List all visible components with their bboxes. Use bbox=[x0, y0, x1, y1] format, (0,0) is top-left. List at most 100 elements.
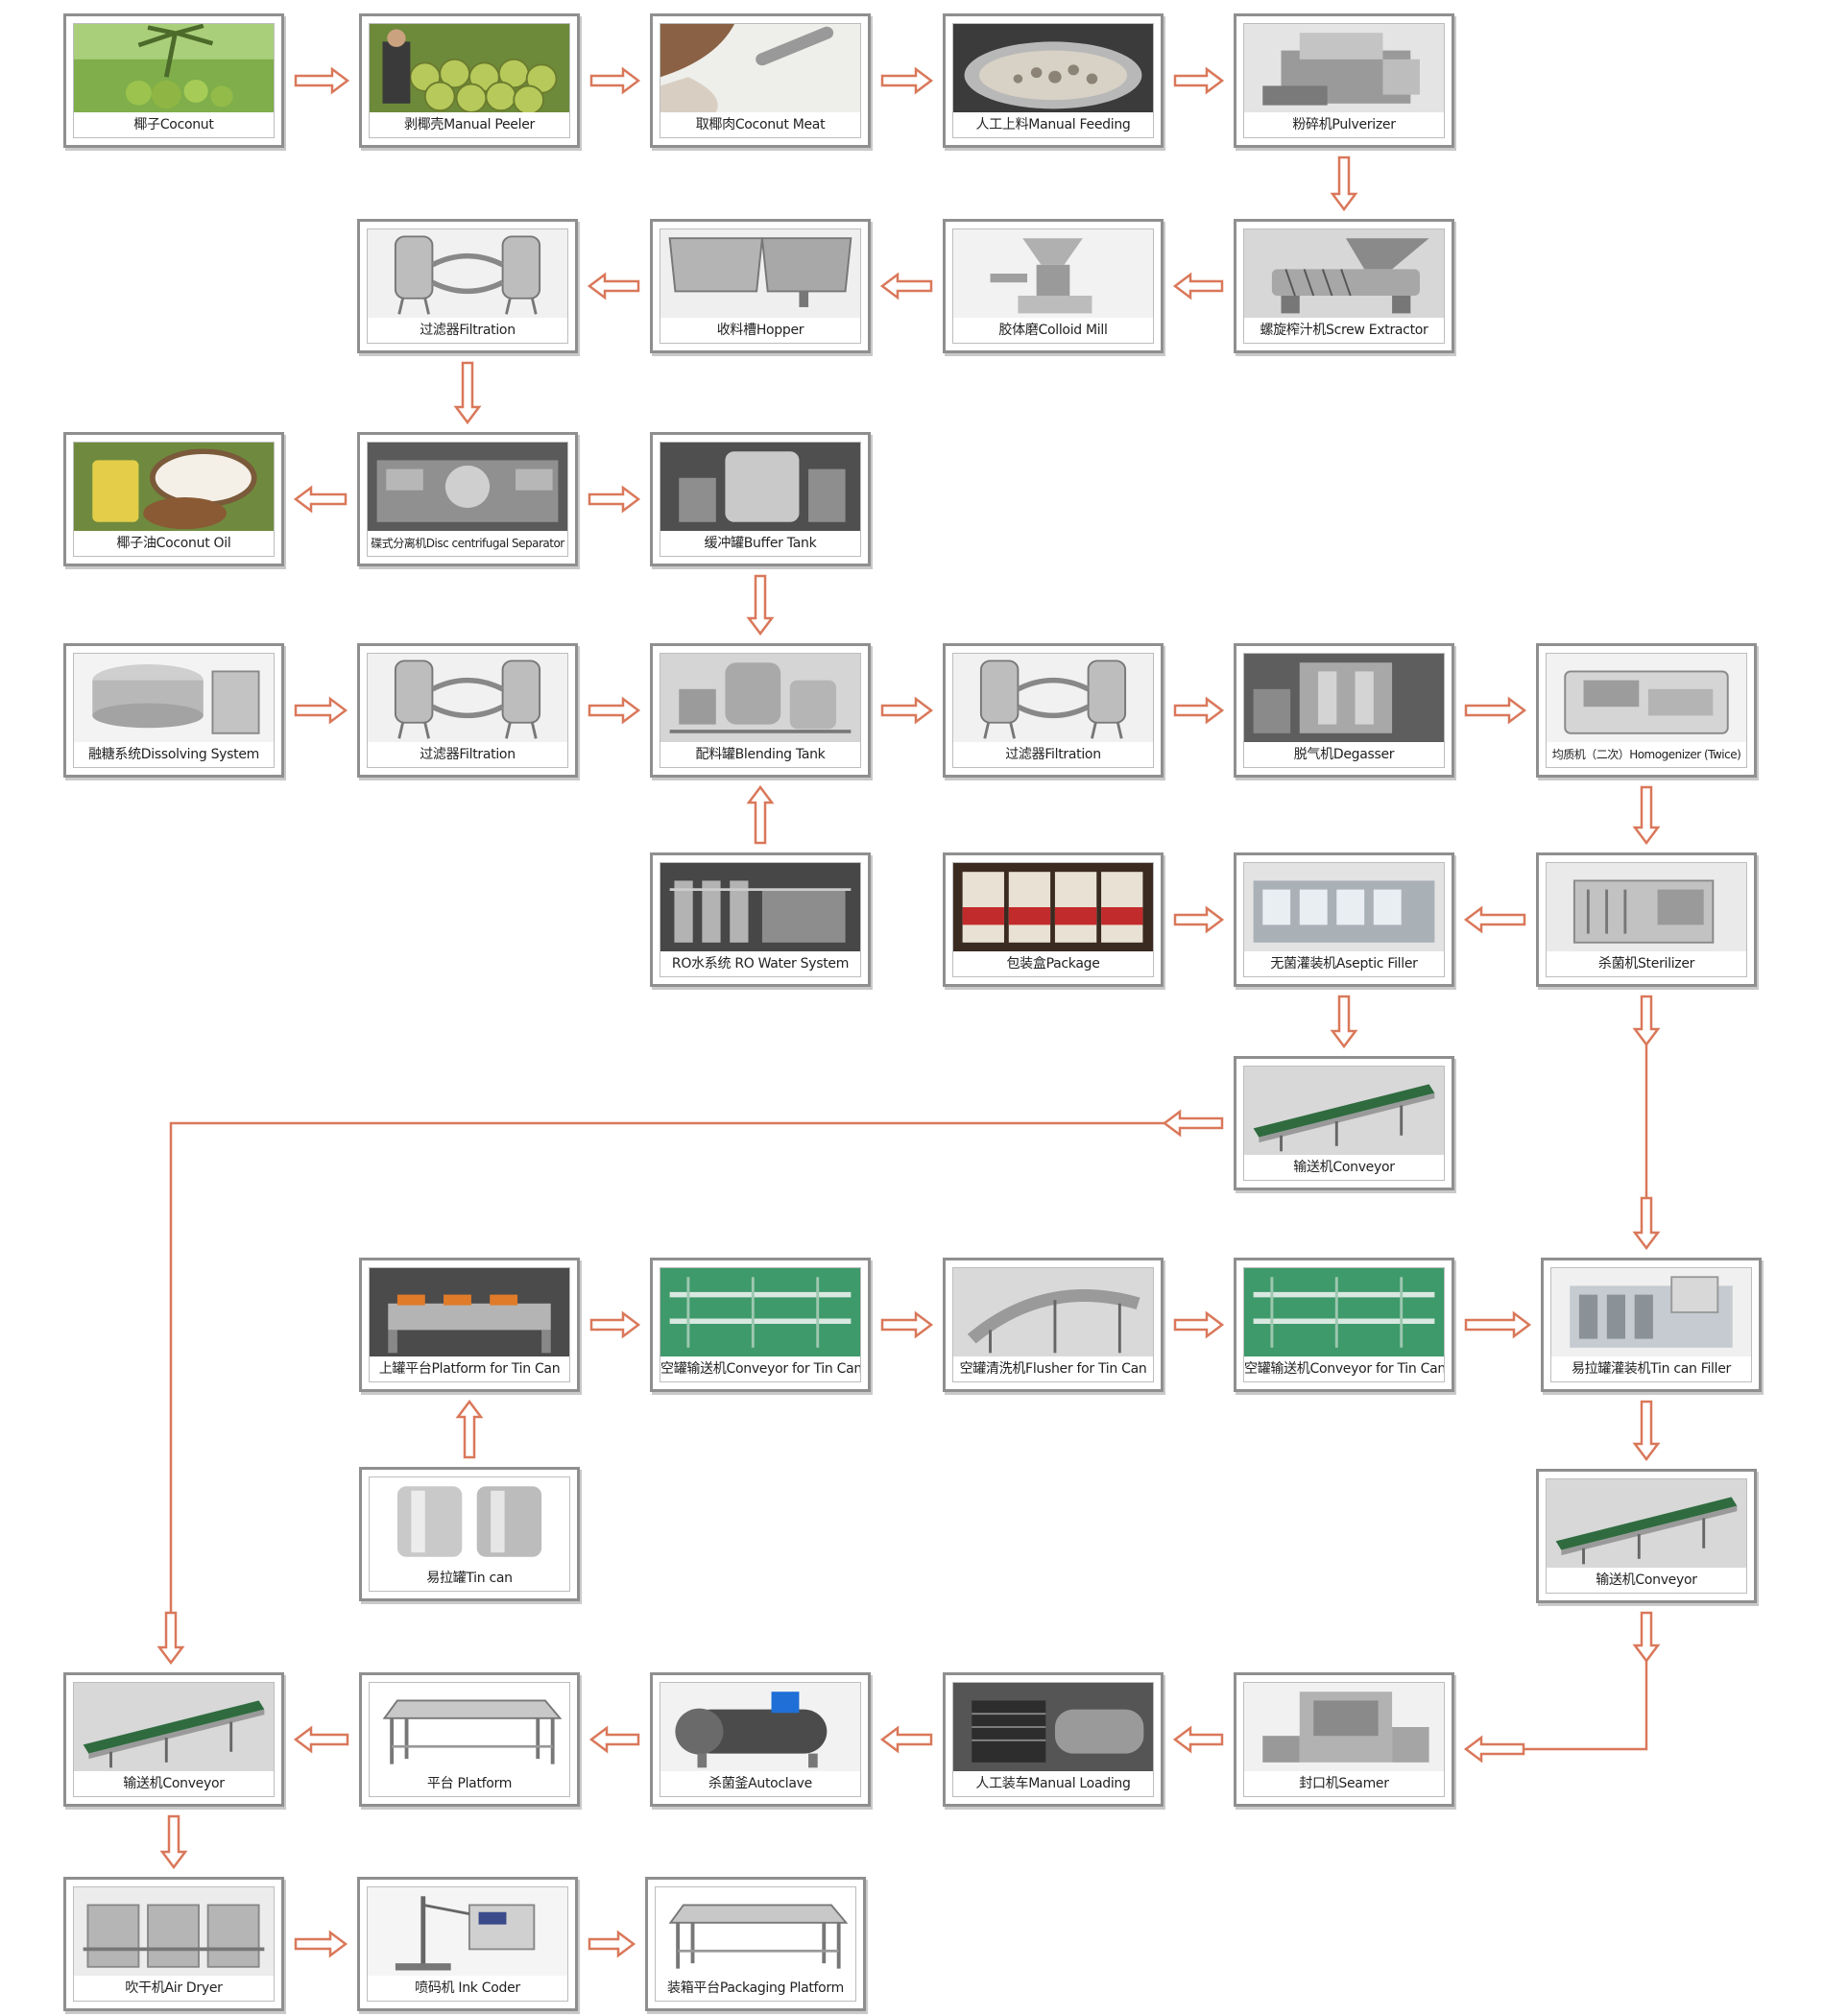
feeding-bowl-icon bbox=[953, 24, 1153, 112]
flow-arrow bbox=[1632, 1196, 1661, 1251]
dissolving-tank-icon bbox=[74, 654, 274, 742]
flow-arrow bbox=[294, 66, 350, 95]
colloid-mill-icon bbox=[953, 229, 1153, 318]
node-frame: 收料槽Hopper bbox=[660, 228, 861, 344]
ink-coder-icon bbox=[368, 1887, 567, 1976]
separator-icon bbox=[368, 443, 567, 531]
process-node-conveyor2: 输送机Conveyor bbox=[1536, 1469, 1757, 1603]
flow-arrow bbox=[455, 1399, 484, 1459]
flow-arrow bbox=[588, 1930, 636, 1958]
process-node-conveyor-tin1: 空罐输送机Conveyor for Tin Can bbox=[650, 1258, 871, 1392]
conveyor-icon bbox=[1244, 1067, 1444, 1155]
process-node-pulverizer: 粉碎机Pulverizer bbox=[1234, 13, 1454, 148]
tin-filler-icon bbox=[1551, 1268, 1751, 1356]
node-frame: 输送机Conveyor bbox=[1546, 1478, 1747, 1594]
node-label: 封口机Seamer bbox=[1244, 1771, 1444, 1796]
process-node-meat: 取椰肉Coconut Meat bbox=[650, 13, 871, 148]
process-node-packaging-platform: 装箱平台Packaging Platform bbox=[645, 1877, 866, 2011]
conveyor-line-icon bbox=[660, 1268, 860, 1356]
node-label: 过滤器Filtration bbox=[953, 742, 1153, 767]
flow-arrow bbox=[589, 66, 641, 95]
flow-line bbox=[1522, 1661, 1648, 1751]
buffer-tank-icon bbox=[660, 443, 860, 531]
flow-arrow bbox=[880, 66, 934, 95]
node-label: 缓冲罐Buffer Tank bbox=[660, 531, 860, 556]
node-label: 吹干机Air Dryer bbox=[74, 1976, 274, 2001]
node-label: 过滤器Filtration bbox=[368, 742, 567, 767]
flow-arrow bbox=[1330, 156, 1358, 212]
node-label: 剥椰壳Manual Peeler bbox=[370, 112, 569, 137]
filter-icon bbox=[368, 654, 567, 742]
node-label: 输送机Conveyor bbox=[1244, 1155, 1444, 1180]
node-frame: 配料罐Blending Tank bbox=[660, 653, 861, 768]
flow-arrow bbox=[1632, 785, 1661, 846]
flow-arrow bbox=[1632, 1400, 1661, 1462]
flusher-icon bbox=[953, 1268, 1153, 1356]
node-label: 碟式分离机Disc centrifugal Separator bbox=[368, 531, 567, 556]
sterilizer-icon bbox=[1547, 863, 1746, 951]
node-label: 包装盒Package bbox=[953, 951, 1153, 976]
flow-arrow bbox=[1330, 995, 1358, 1049]
coconut-meat-icon bbox=[660, 24, 860, 112]
hopper-icon bbox=[660, 229, 860, 318]
flow-arrow bbox=[1463, 905, 1526, 934]
process-node-platform-tin: 上罐平台Platform for Tin Can bbox=[359, 1258, 580, 1392]
coconut-pile-icon bbox=[370, 24, 569, 112]
flow-arrow bbox=[1463, 1735, 1525, 1764]
node-label: 空罐清洗机Flusher for Tin Can bbox=[953, 1356, 1153, 1381]
process-node-sterilizer: 杀菌机Sterilizer bbox=[1536, 852, 1757, 987]
node-frame: 过滤器Filtration bbox=[367, 228, 568, 344]
node-frame: 脱气机Degasser bbox=[1243, 653, 1445, 768]
node-frame: 平台 Platform bbox=[369, 1682, 570, 1797]
node-label: 胶体磨Colloid Mill bbox=[953, 318, 1153, 343]
node-label: 空罐输送机Conveyor for Tin Can bbox=[660, 1356, 860, 1381]
flow-arrow bbox=[1172, 272, 1224, 300]
flow-arrow bbox=[746, 784, 775, 845]
node-frame: 空罐清洗机Flusher for Tin Can bbox=[952, 1267, 1154, 1382]
node-frame: 空罐输送机Conveyor for Tin Can bbox=[1243, 1267, 1445, 1382]
flow-arrow bbox=[587, 272, 640, 300]
process-node-homogenizer: 均质机（二次）Homogenizer (Twice) bbox=[1536, 643, 1757, 778]
process-node-blending: 配料罐Blending Tank bbox=[650, 643, 871, 778]
node-frame: 碟式分离机Disc centrifugal Separator bbox=[367, 442, 568, 557]
process-node-buffer: 缓冲罐Buffer Tank bbox=[650, 432, 871, 566]
flow-arrow bbox=[588, 485, 641, 514]
table-icon bbox=[370, 1683, 569, 1771]
process-node-tin-filler: 易拉罐灌装机Tin can Filler bbox=[1541, 1258, 1762, 1392]
node-label: 人工装车Manual Loading bbox=[953, 1771, 1153, 1796]
node-frame: 剥椰壳Manual Peeler bbox=[369, 23, 570, 138]
flow-arrow bbox=[588, 1725, 640, 1754]
flow-arrow bbox=[294, 696, 348, 725]
flow-arrow bbox=[156, 1611, 185, 1666]
flow-arrow bbox=[879, 272, 933, 300]
flow-arrow bbox=[1464, 1310, 1532, 1339]
process-node-filtration2: 过滤器Filtration bbox=[357, 643, 578, 778]
process-node-dissolving: 融糖系统Dissolving System bbox=[63, 643, 284, 778]
node-label: 装箱平台Packaging Platform bbox=[656, 1976, 855, 2001]
pulverizer-icon bbox=[1244, 24, 1444, 112]
process-node-filtration3: 过滤器Filtration bbox=[943, 643, 1164, 778]
conveyor-icon bbox=[74, 1683, 274, 1771]
node-label: 空罐输送机Conveyor for Tin Can bbox=[1244, 1356, 1444, 1381]
node-label: 椰子Coconut bbox=[74, 112, 274, 137]
process-node-filtration1: 过滤器Filtration bbox=[357, 219, 578, 353]
node-frame: 过滤器Filtration bbox=[952, 653, 1154, 768]
node-label: 易拉罐Tin can bbox=[370, 1566, 569, 1591]
flow-arrow bbox=[1173, 66, 1225, 95]
node-frame: 输送机Conveyor bbox=[73, 1682, 275, 1797]
ro-system-icon bbox=[660, 863, 860, 951]
flow-arrow bbox=[880, 696, 934, 725]
flow-arrow bbox=[1632, 1611, 1661, 1664]
node-frame: 粉碎机Pulverizer bbox=[1243, 23, 1445, 138]
node-frame: 喷码机 Ink Coder bbox=[367, 1886, 568, 2002]
node-label: 粉碎机Pulverizer bbox=[1244, 112, 1444, 137]
flow-arrow bbox=[1162, 1109, 1224, 1138]
node-label: 平台 Platform bbox=[370, 1771, 569, 1796]
node-frame: 人工上料Manual Feeding bbox=[952, 23, 1154, 138]
process-node-hopper: 收料槽Hopper bbox=[650, 219, 871, 353]
screw-extractor-icon bbox=[1244, 229, 1444, 318]
node-frame: 封口机Seamer bbox=[1243, 1682, 1445, 1797]
node-label: 均质机（二次）Homogenizer (Twice) bbox=[1547, 742, 1746, 767]
node-frame: RO水系统 RO Water System bbox=[660, 862, 861, 977]
node-frame: 取椰肉Coconut Meat bbox=[660, 23, 861, 138]
